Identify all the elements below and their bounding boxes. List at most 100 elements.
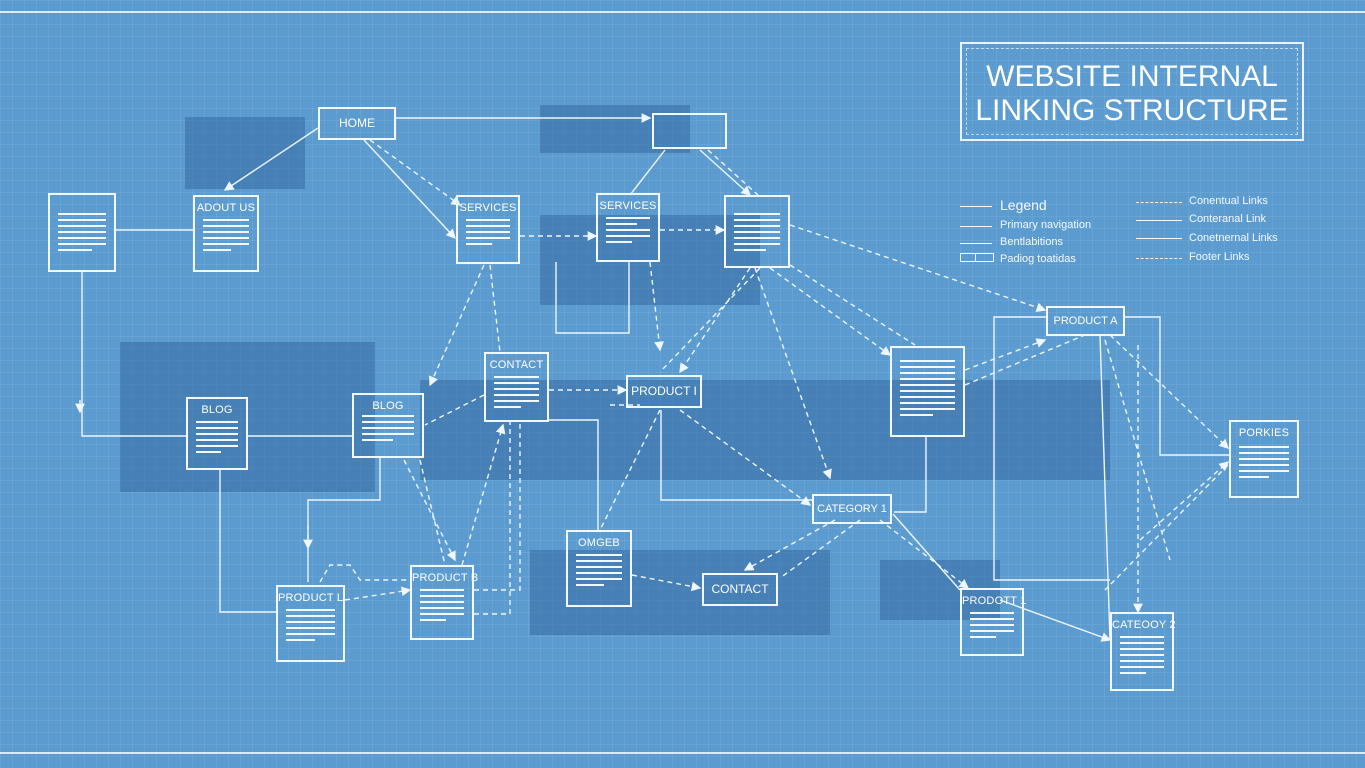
node-category-1[interactable]: CATEGORY 1: [812, 494, 892, 524]
link-solid: [1099, 334, 1111, 641]
legend-line-dashed: [1136, 202, 1182, 203]
link-solid: [1125, 316, 1229, 456]
link-solid: [223, 127, 319, 191]
legend-item: Conentual Links: [1189, 195, 1268, 207]
legend-line-solid: [960, 226, 992, 227]
text-lines-icon: [576, 554, 622, 590]
link-dashed: [679, 267, 751, 374]
link-dashed: [707, 149, 759, 196]
shade-block: [880, 560, 1000, 620]
link-dashed: [964, 338, 1047, 371]
text-lines-icon: [196, 421, 238, 457]
text-lines-icon: [970, 612, 1014, 642]
node-contact-2[interactable]: CONTACT: [702, 573, 778, 606]
link-dashed: [789, 264, 916, 346]
page-services-2[interactable]: SERVICES: [596, 193, 660, 262]
link-dashed: [428, 264, 485, 387]
link-solid: [892, 513, 961, 591]
link-solid: [81, 272, 186, 437]
text-lines-icon: [58, 213, 106, 255]
text-lines-icon: [420, 589, 464, 625]
legend-item: Conteranal Link: [1189, 213, 1267, 225]
link-dashed: [599, 409, 661, 531]
text-lines-icon: [286, 609, 335, 645]
page-category-2[interactable]: CATEOOY 2: [1110, 612, 1176, 691]
title-line-2: LINKING STRUCTURE: [975, 94, 1289, 127]
node-label: BLOG: [372, 400, 404, 412]
legend-line-solid: [1136, 238, 1182, 239]
page-about-us[interactable]: ADOUT US: [193, 195, 259, 272]
link-dashed: [743, 519, 836, 571]
text-lines-icon: [466, 219, 510, 249]
link-dashed: [1139, 461, 1230, 541]
legend-line-solid: [960, 206, 992, 207]
shade-block: [420, 380, 1110, 480]
page-unlabeled-right[interactable]: [890, 346, 965, 437]
page-unlabeled-top[interactable]: [724, 195, 790, 268]
link-solid: [993, 316, 1110, 581]
node-label: CATEGORY 1: [817, 503, 887, 515]
node-label: CONTACT: [489, 359, 544, 371]
link-dashed: [769, 267, 892, 356]
link-dashed: [474, 422, 521, 591]
node-label: PRODUCT B: [412, 572, 479, 584]
page-omgeb[interactable]: OMGEB: [566, 530, 632, 607]
link-solid: [894, 436, 927, 513]
link-dashed: [424, 394, 485, 426]
legend: Legend Primary navigation Bentlabitions …: [960, 195, 1290, 270]
text-lines-icon: [203, 219, 249, 255]
link-dashed: [879, 519, 970, 589]
node-product-a[interactable]: PRODUCT A: [1046, 306, 1125, 336]
node-label: HOME: [339, 116, 375, 130]
link-dashed: [754, 267, 832, 480]
page-contact-1[interactable]: CONTACT: [484, 352, 549, 422]
link-dashed: [369, 139, 462, 206]
text-lines-icon: [900, 360, 955, 420]
text-lines-icon: [362, 415, 414, 445]
link-dashed: [489, 264, 501, 353]
text-lines-icon: [1239, 446, 1289, 482]
link-solid: [555, 262, 630, 334]
node-unlabeled[interactable]: [652, 113, 727, 149]
link-dashed: [1104, 339, 1171, 561]
text-lines-icon: [734, 213, 780, 255]
node-label: SERVICES: [459, 202, 517, 214]
title-box: WEBSITE INTERNAL LINKING STRUCTURE: [960, 42, 1304, 141]
page-services-1[interactable]: SERVICES: [456, 195, 520, 264]
node-label: PRODUCT A: [1053, 315, 1118, 327]
text-lines-icon: [494, 376, 539, 412]
page-blog-1[interactable]: BLOG: [186, 397, 248, 470]
link-solid: [660, 410, 812, 501]
top-border: [0, 11, 1365, 13]
link-solid: [219, 470, 276, 613]
page-product-b[interactable]: PRODUCT B: [410, 565, 479, 640]
link-solid: [999, 599, 1112, 642]
page-product-l[interactable]: PRODUCT L: [276, 585, 345, 662]
link-dashed: [679, 409, 812, 506]
link-dashed: [631, 574, 702, 592]
text-lines-icon: [1120, 636, 1164, 678]
node-home[interactable]: HOME: [318, 107, 396, 140]
legend-line-solid: [1136, 220, 1182, 221]
page-unlabeled-left[interactable]: [48, 193, 116, 272]
link-dashed: [344, 586, 412, 601]
legend-line-solid: [960, 243, 992, 244]
link-solid: [699, 149, 752, 196]
node-product-1[interactable]: PRODUCT I: [626, 375, 702, 408]
node-label: BLOG: [201, 404, 233, 416]
link-dashed: [649, 261, 664, 352]
node-label: PRODOTT 1: [962, 595, 1027, 607]
link-dashed: [779, 519, 861, 579]
node-label: PORKIES: [1238, 427, 1290, 439]
legend-line-dashed: [1136, 258, 1182, 259]
page-blog-2[interactable]: BLOG: [352, 393, 424, 458]
link-dashed: [1104, 464, 1229, 591]
node-label: PRODUCT I: [631, 384, 697, 398]
node-label: CONTACT: [711, 582, 769, 596]
page-product-1b[interactable]: PRODOTT 1: [960, 588, 1027, 656]
bottom-border: [0, 752, 1365, 754]
legend-item: Primary navigation: [1000, 219, 1092, 231]
page-porkies[interactable]: PORKIES: [1229, 420, 1299, 498]
legend-item: Bentlabitions: [1000, 236, 1063, 248]
node-label: OMGEB: [578, 537, 620, 549]
